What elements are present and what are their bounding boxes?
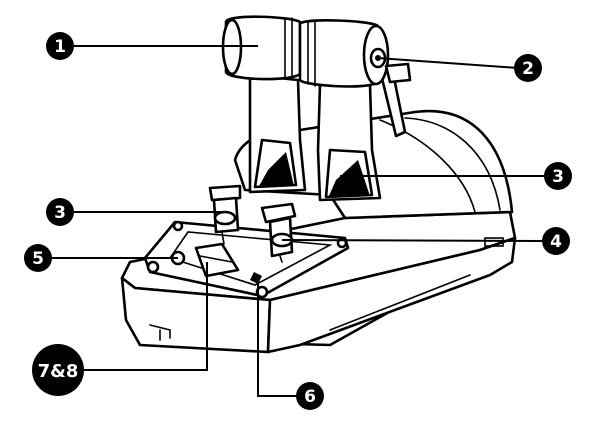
svg-text:4: 4 — [550, 232, 562, 252]
callout-3-lower: 3 — [46, 198, 74, 226]
callout-7-8: 7&8 — [32, 344, 84, 396]
svg-text:7&8: 7&8 — [38, 361, 79, 382]
callout-3-upper: 3 — [544, 162, 572, 190]
callout-1: 1 — [46, 32, 74, 60]
svg-text:2: 2 — [522, 59, 534, 79]
lever-heads — [221, 15, 412, 88]
svg-text:3: 3 — [552, 167, 564, 187]
svg-text:5: 5 — [32, 249, 44, 269]
small-lever-right — [260, 202, 297, 263]
svg-text:6: 6 — [304, 387, 316, 407]
callout-5: 5 — [24, 244, 52, 272]
lever-stems — [248, 66, 407, 202]
svg-text:1: 1 — [54, 37, 66, 57]
leader-lines — [52, 45, 544, 397]
callout-6: 6 — [296, 382, 324, 410]
callout-2: 2 — [514, 54, 542, 82]
callout-4: 4 — [542, 227, 570, 255]
small-lever-left — [208, 184, 242, 245]
svg-text:3: 3 — [54, 203, 66, 223]
